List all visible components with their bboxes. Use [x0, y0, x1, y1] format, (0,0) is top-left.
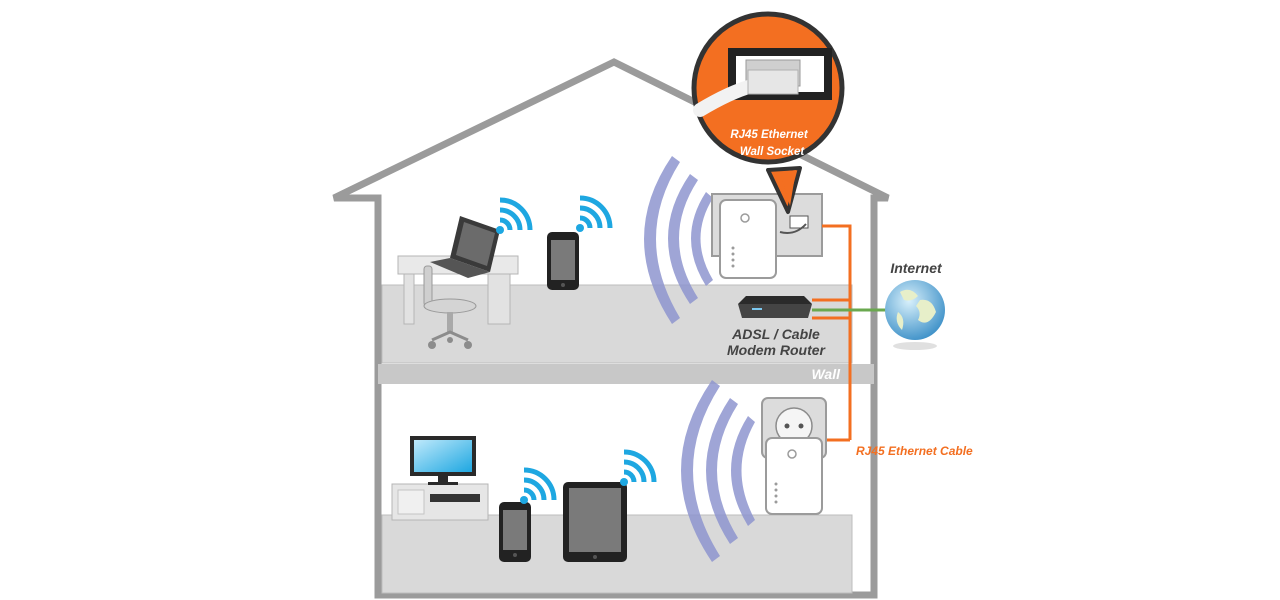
- wifi-broadcast-arcs-lower: [681, 380, 755, 562]
- callout-label-line1: RJ45 Ethernet: [730, 129, 809, 141]
- tv-icon: [410, 436, 476, 485]
- smartphone-icon: [499, 502, 531, 562]
- callout-label-line2: Wall Socket: [740, 146, 806, 158]
- wifi-signal-icon: [520, 467, 557, 504]
- tablet-icon: [563, 482, 627, 562]
- house-outline-icon: [332, 58, 890, 599]
- wifi-signal-icon: [576, 195, 613, 232]
- callout-bubble: RJ45 Ethernet Wall Socket: [691, 11, 845, 214]
- wifi-signal-icon: [620, 449, 657, 486]
- office-chair-icon: [423, 265, 477, 349]
- modem-label-line1: ADSL / Cable: [731, 326, 820, 342]
- wifi-extender-icon: [765, 437, 823, 515]
- cable-label: RJ45 Ethernet Cable: [856, 444, 973, 458]
- wifi-extender-icon: [719, 199, 777, 279]
- modem-router-icon: [738, 296, 812, 318]
- tv-stand-icon: [391, 483, 489, 521]
- modem-label-line2: Modem Router: [727, 342, 827, 358]
- smartphone-icon: [547, 232, 579, 290]
- wall-label: Wall: [811, 366, 841, 382]
- wall-band: Wall: [378, 364, 874, 384]
- internet-label: Internet: [890, 260, 943, 276]
- rj45-plug-icon: [693, 48, 832, 117]
- laptop-icon: [430, 216, 500, 278]
- wifi-broadcast-arcs-upper: [644, 156, 713, 324]
- wifi-signal-icon: [496, 197, 533, 234]
- globe-icon: [885, 280, 945, 350]
